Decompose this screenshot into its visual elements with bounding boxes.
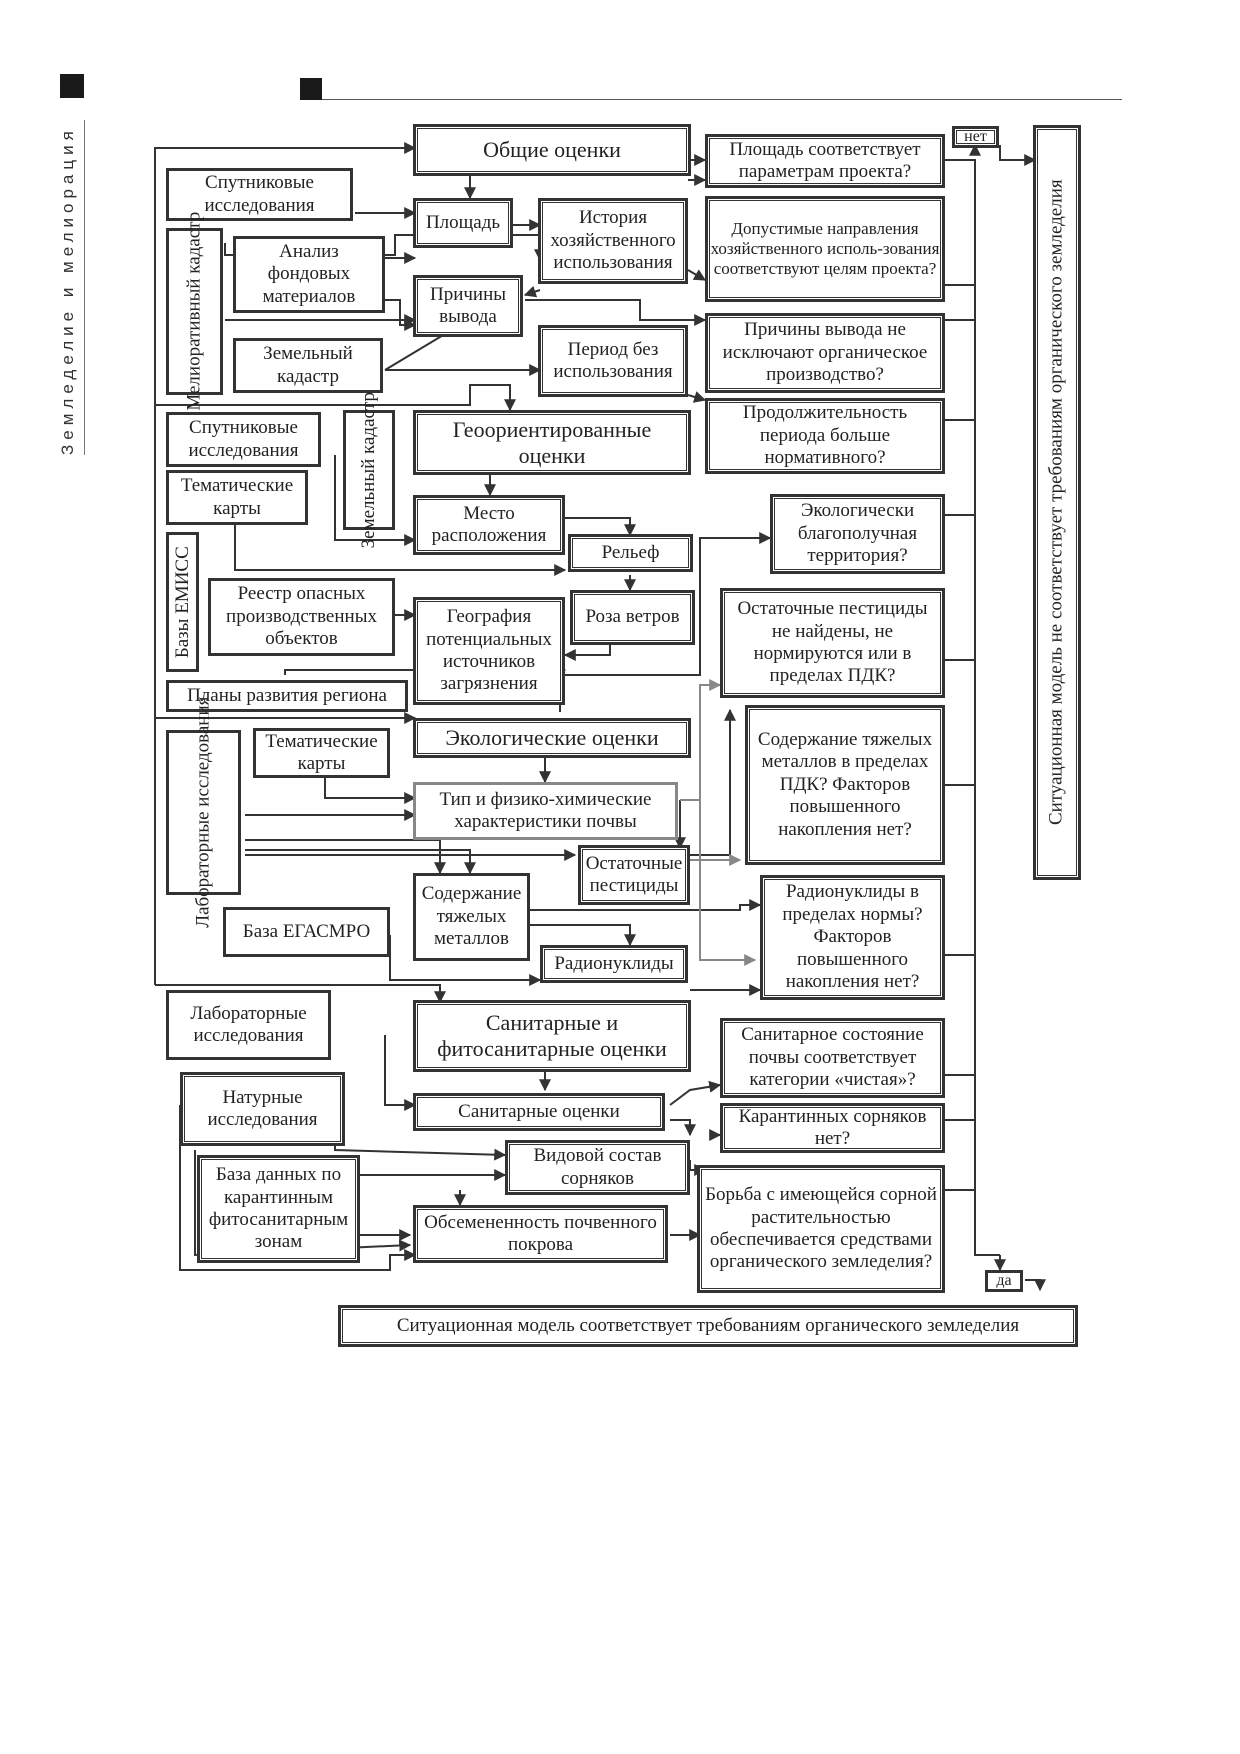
box-geo-assessment: Геоориентированные оценки: [413, 410, 691, 475]
result-not-compliant-label: Ситуационная модель не соответствует тре…: [1045, 179, 1067, 826]
question-radionuclides: Радионуклиды в пределах нормы? Факторов …: [760, 875, 945, 1000]
box-location: Место расположения: [413, 495, 565, 555]
box-archive-analysis: Анализ фондовых материалов: [233, 236, 385, 313]
box-hazardous-objects-registry: Реестр опасных производственных объектов: [208, 578, 395, 656]
header-marker-left: [60, 74, 84, 98]
question-quarantine-weeds: Карантинных сорняков нет?: [720, 1103, 945, 1153]
question-period-length: Продолжительность периода больше нормати…: [705, 398, 945, 474]
question-ecologically-safe: Экологически благополучная территория?: [770, 494, 945, 574]
box-withdrawal-reasons: Причины вывода: [413, 275, 523, 337]
box-field-studies: Натурные исследования: [180, 1072, 345, 1146]
box-sanitary-assessment: Санитарные оценки: [413, 1093, 665, 1131]
box-soil-type-characteristics: Тип и физико-химические характеристики п…: [413, 782, 678, 840]
box-weed-species: Видовой состав сорняков: [505, 1140, 690, 1195]
lab-studies-1-label: Лабораторные исследования: [192, 696, 214, 929]
box-quarantine-zones-database: База данных по карантинным фитосанитарны…: [197, 1155, 360, 1263]
box-residual-pesticides: Остаточные пестициды: [578, 845, 690, 905]
question-weed-control: Борьба с имеющейся сорной растительность…: [697, 1165, 945, 1293]
question-withdrawal-reasons: Причины вывода не исключают органическое…: [705, 313, 945, 393]
box-land-cadastre-1: Земельный кадастр: [233, 338, 383, 393]
box-idle-period: Период без использования: [538, 325, 688, 397]
box-heavy-metals-content: Содержание тяжелых металлов: [413, 873, 530, 961]
box-general-assessment: Общие оценки: [413, 124, 691, 176]
box-lab-studies-2: Лабораторные исследования: [166, 990, 331, 1060]
result-not-compliant: Ситуационная модель не соответствует тре…: [1033, 125, 1081, 880]
box-radionuclides: Радионуклиды: [540, 945, 688, 983]
box-wind-rose: Роза ветров: [570, 590, 695, 645]
question-area-matches: Площадь соответствует параметрам проекта…: [705, 134, 945, 188]
box-sanitary-phytosanitary-assessment: Санитарные и фитосанитарные оценки: [413, 1000, 691, 1072]
header-rule: [322, 99, 1122, 100]
box-area: Площадь: [413, 198, 513, 248]
box-thematic-maps-2: Тематические карты: [253, 728, 390, 778]
box-pollution-sources-geography: География потенциальных источников загря…: [413, 597, 565, 705]
box-land-cadastre-2: Земельный кадастр: [343, 392, 395, 548]
emiss-databases-label: Базы ЕМИСС: [171, 546, 193, 658]
box-satellite-studies-1: Спутниковые исследования: [166, 168, 353, 221]
box-regional-development-plans: Планы развития региона: [166, 680, 408, 712]
question-use-directions: Допустимые направления хозяйственного ис…: [705, 196, 945, 302]
box-egasmro-database: База ЕГАСМРО: [223, 907, 390, 957]
land-cadastre-2-label: Земельный кадастр: [357, 391, 379, 549]
side-rule: [84, 120, 85, 455]
label-no: нет: [952, 126, 999, 148]
box-lab-studies-1: Лабораторные исследования: [166, 697, 241, 928]
result-compliant: Ситуационная модель соответствует требов…: [338, 1305, 1078, 1347]
header-marker-right: [300, 78, 322, 100]
box-soil-seed-contamination: Обсемененность почвенного покрова: [413, 1205, 668, 1263]
box-thematic-maps-1: Тематические карты: [166, 470, 308, 525]
box-satellite-studies-2: Спутниковые исследования: [166, 412, 321, 467]
box-economic-use-history: История хозяйственного использования: [538, 198, 688, 284]
box-melioration-cadastre: Мелиоративный кадастр: [166, 212, 223, 411]
melioration-cadastre-label: Мелиоративный кадастр: [183, 212, 205, 411]
box-ecological-assessment: Экологические оценки: [413, 718, 691, 758]
question-heavy-metals: Содержание тяжелых металлов в пределах П…: [745, 705, 945, 865]
box-relief: Рельеф: [568, 534, 693, 572]
question-sanitary-state: Санитарное состояние почвы соответствует…: [720, 1018, 945, 1098]
question-residual-pesticides: Остаточные пестициды не найдены, не норм…: [720, 588, 945, 698]
box-emiss-databases: Базы ЕМИСС: [166, 532, 199, 672]
label-yes: да: [985, 1270, 1023, 1292]
